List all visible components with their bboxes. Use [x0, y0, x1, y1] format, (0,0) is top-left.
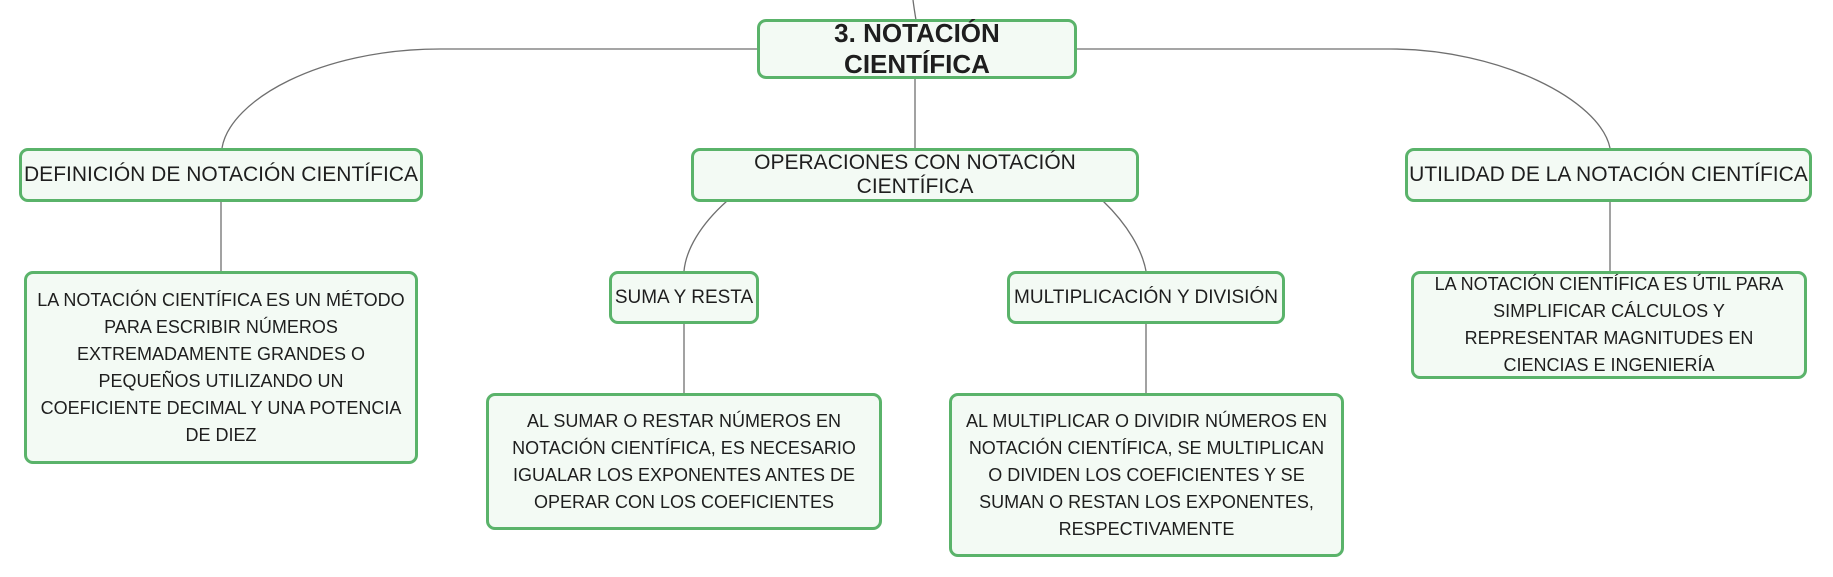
definition-node[interactable]: DEFINICIÓN DE NOTACIÓN CIENTÍFICA — [19, 148, 423, 202]
root-node[interactable]: 3. NOTACIÓN CIENTÍFICA — [757, 18, 1077, 79]
operations-title: OPERACIONES CON NOTACIÓN CIENTÍFICA — [754, 151, 1076, 198]
connector-parent-root — [912, 0, 917, 21]
mult-description: AL MULTIPLICAR O DIVIDIR NÚMEROS EN NOTA… — [965, 410, 1328, 539]
connector-operations-mult — [1102, 200, 1147, 272]
definition-description-node[interactable]: LA NOTACIÓN CIENTÍFICA ES UN MÉTODO PARA… — [24, 271, 418, 464]
connector-root-utility — [1076, 48, 1611, 149]
mult-title: MULTIPLICACIÓN Y DIVISIÓN — [1014, 286, 1278, 308]
sum-title: SUMA Y RESTA — [614, 286, 754, 308]
sum-description-node[interactable]: AL SUMAR O RESTAR NÚMEROS EN NOTACIÓN CI… — [486, 393, 882, 530]
definition-description: LA NOTACIÓN CIENTÍFICA ES UN MÉTODO PARA… — [37, 289, 405, 445]
utility-node[interactable]: UTILIDAD DE LA NOTACIÓN CIENTÍFICA — [1405, 148, 1812, 202]
mult-node[interactable]: MULTIPLICACIÓN Y DIVISIÓN — [1007, 271, 1285, 324]
definition-title: DEFINICIÓN DE NOTACIÓN CIENTÍFICA — [24, 163, 418, 186]
operations-node[interactable]: OPERACIONES CON NOTACIÓN CIENTÍFICA — [691, 148, 1139, 202]
connector-root-definition — [221, 48, 757, 149]
sum-node[interactable]: SUMA Y RESTA — [609, 271, 759, 324]
mult-description-node[interactable]: AL MULTIPLICAR O DIVIDIR NÚMEROS EN NOTA… — [949, 393, 1344, 557]
sum-description: AL SUMAR O RESTAR NÚMEROS EN NOTACIÓN CI… — [512, 410, 856, 512]
utility-description: LA NOTACIÓN CIENTÍFICA ES ÚTIL PARA SIMP… — [1434, 274, 1784, 375]
connector-operations-sum — [683, 200, 728, 272]
root-label: 3. NOTACIÓN CIENTÍFICA — [834, 18, 1000, 79]
utility-description-node[interactable]: LA NOTACIÓN CIENTÍFICA ES ÚTIL PARA SIMP… — [1411, 271, 1807, 379]
utility-title: UTILIDAD DE LA NOTACIÓN CIENTÍFICA — [1409, 163, 1808, 186]
